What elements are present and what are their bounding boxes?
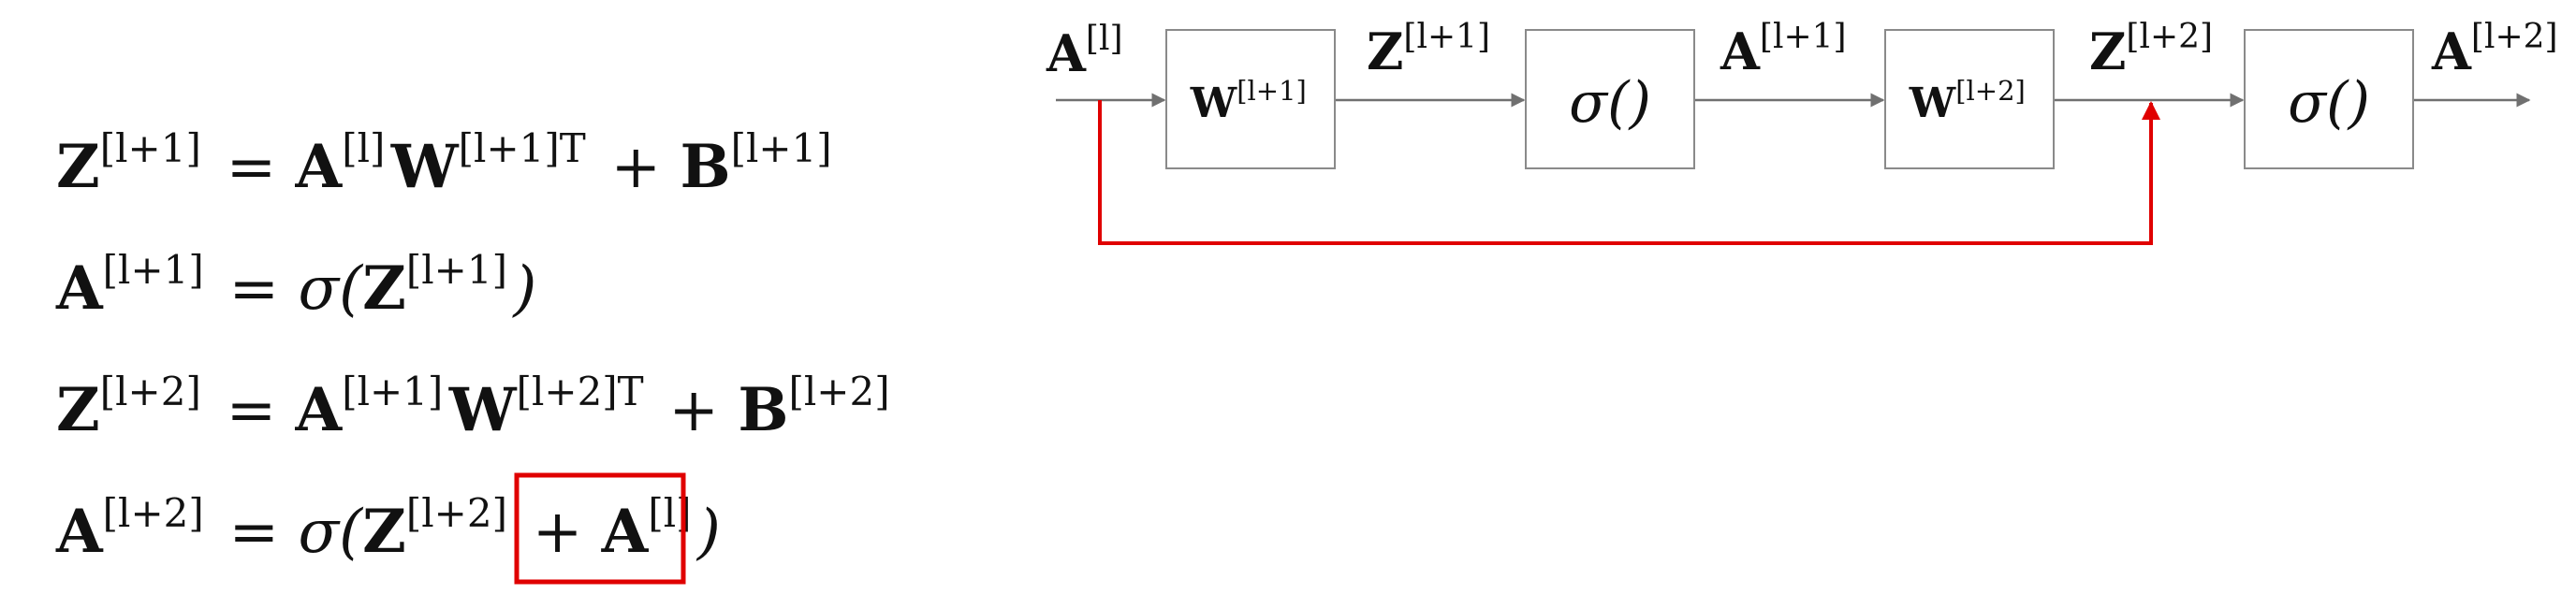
signal-label-a-l2-var: A — [2431, 22, 2472, 81]
eq4-term-5-var: A — [601, 497, 650, 567]
block-activation-1-label-text: σ() — [1569, 70, 1651, 136]
eq4-term-2: σ( — [298, 498, 364, 567]
eq2-lhs-sup: [l+1] — [103, 247, 204, 293]
block-diagram: W[l+1] σ() W[l+2] σ() A[l] Z[l+1] A[l+1]… — [1046, 18, 2563, 245]
block-weight-2-label-var: W — [1909, 80, 1956, 127]
eq4-term-3-sup: [l+2] — [406, 490, 507, 536]
equation-4: A[l+2] = σ(Z[l+2] + A[l] ) — [55, 490, 721, 567]
block-activation-1: σ() — [1525, 29, 1695, 169]
eq1-term-1: = — [207, 133, 295, 202]
eq1-term-5-var: B — [680, 132, 730, 202]
eq1-lhs-sup: [l+1] — [100, 125, 201, 171]
signal-label-z-l1-sup: [l+1] — [1403, 18, 1490, 56]
block-weight-1: W[l+1] — [1165, 29, 1336, 169]
equation-2: A[l+1] = σ(Z[l+1] ) — [55, 247, 536, 324]
signal-label-z-l1-var: Z — [1367, 22, 1403, 81]
signal-label-a-l2: A[l+2] — [2431, 18, 2563, 81]
eq1-term-3-var: W — [390, 132, 460, 202]
signal-label-a-l2-sup: [l+2] — [2471, 18, 2558, 56]
block-activation-1-label: σ() — [1569, 70, 1651, 136]
block-weight-1-label-sup: [l+1] — [1237, 75, 1307, 107]
equations: Z[l+1] = A[l] W[l+1]T + B[l+1] A[l+1] = … — [55, 125, 896, 585]
block-weight-1-label: W[l+1] — [1190, 75, 1310, 127]
eq4-lhs-var: A — [55, 497, 104, 567]
signal-label-a-l: A[l] — [1046, 20, 1128, 83]
eq3-term-1: = — [207, 376, 295, 445]
eq3-lhs-sup: [l+2] — [100, 369, 201, 414]
signal-label-a-l-var: A — [1046, 23, 1087, 83]
signal-label-z-l2-sup: [l+2] — [2126, 18, 2213, 56]
eq1-term-2-sup: [l] — [342, 125, 385, 171]
eq4-term-1: = — [210, 498, 298, 567]
block-weight-1-label-var: W — [1190, 80, 1237, 127]
eq4-lhs-sup: [l+2] — [103, 490, 204, 536]
eq1-term-4: + — [592, 133, 680, 202]
signal-label-a-l1: A[l+1] — [1720, 18, 1852, 81]
block-weight-2-label: W[l+2] — [1909, 75, 2029, 127]
signal-label-a-l-sup: [l] — [1086, 20, 1123, 58]
eq3-term-3-sup: [l+2]T — [517, 369, 644, 414]
signal-label-z-l2: Z[l+2] — [2089, 18, 2217, 81]
eq2-term-1: = — [210, 254, 298, 324]
signal-label-z-l2-var: Z — [2089, 22, 2126, 81]
block-weight-2-label-sup: [l+2] — [1955, 75, 2026, 107]
block-weight-2: W[l+2] — [1884, 29, 2055, 169]
eq4-term-4: + — [513, 498, 601, 567]
equation-1: Z[l+1] = A[l] W[l+1]T + B[l+1] — [56, 125, 838, 202]
eq3-term-3-var: W — [448, 375, 518, 445]
eq2-lhs-var: A — [55, 254, 104, 324]
eq1-term-5-sup: [l+1] — [731, 125, 832, 171]
eq3-term-2-var: A — [295, 375, 344, 445]
skip-term-highlight-box — [514, 472, 686, 585]
signal-label-a-l1-var: A — [1720, 22, 1761, 81]
eq1-term-2-var: A — [295, 132, 344, 202]
signal-label-a-l1-sup: [l+1] — [1760, 18, 1847, 56]
signal-label-z-l1: Z[l+1] — [1367, 18, 1495, 81]
block-activation-2-label-text: σ() — [2288, 70, 2370, 136]
eq2-term-3-var: Z — [362, 254, 406, 324]
eq2-term-4: ) — [511, 254, 536, 324]
eq3-term-2-sup: [l+1] — [342, 369, 443, 414]
eq2-term-3-sup: [l+1] — [406, 247, 507, 293]
eq1-lhs-var: Z — [56, 132, 100, 202]
eq3-term-5-sup: [l+2] — [788, 369, 889, 414]
eq3-term-4: + — [650, 376, 738, 445]
block-activation-2-label: σ() — [2288, 70, 2370, 136]
eq2-term-2: σ( — [298, 254, 364, 324]
eq4-term-6: ) — [695, 498, 721, 567]
eq1-term-3-sup: [l+1]T — [459, 125, 586, 171]
equation-3: Z[l+2] = A[l+1] W[l+2]T + B[l+2] — [56, 369, 896, 445]
eq3-lhs-var: Z — [56, 375, 100, 445]
eq3-term-5-var: B — [738, 375, 788, 445]
eq4-term-3-var: Z — [362, 497, 406, 567]
block-activation-2: σ() — [2244, 29, 2414, 169]
skip-connection — [1098, 100, 2160, 245]
